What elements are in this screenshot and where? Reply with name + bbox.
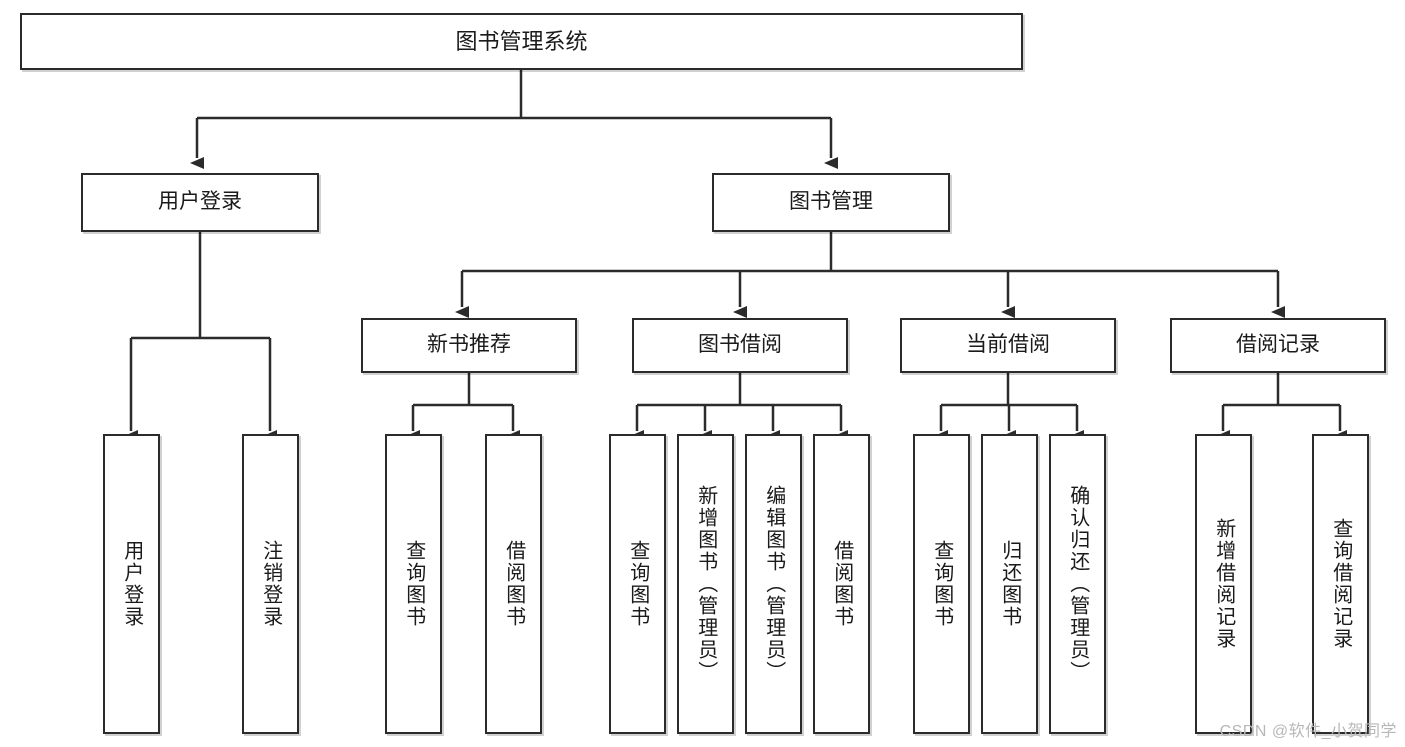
leaf-edit-book-admin[interactable]: 编辑图书（管理员）: [745, 434, 802, 734]
node-label: 新书推荐: [427, 333, 511, 357]
node-label: 新增借阅记录: [1212, 518, 1235, 650]
leaf-logout-login[interactable]: 注销登录: [242, 434, 299, 734]
node-label: 注销登录: [259, 540, 282, 628]
node-label: 图书管理系统: [455, 28, 588, 54]
leaf-query-book-3[interactable]: 查询图书: [913, 434, 970, 734]
leaf-borrow-book-1[interactable]: 借阅图书: [485, 434, 542, 734]
node-label: 确认归还（管理员）: [1066, 485, 1089, 683]
node-label: 借阅图书: [502, 540, 525, 628]
csdn-watermark: CSDN @软件_小贺同学: [1219, 723, 1397, 740]
node-label: 图书管理: [789, 190, 873, 214]
node-new-book-recommend[interactable]: 新书推荐: [361, 318, 577, 373]
node-book-management[interactable]: 图书管理: [712, 173, 950, 232]
node-label: 借阅图书: [830, 540, 853, 628]
leaf-query-book-2[interactable]: 查询图书: [609, 434, 666, 734]
node-user-login[interactable]: 用户登录: [81, 173, 319, 232]
node-label: 查询图书: [930, 540, 953, 628]
node-label: 新增图书（管理员）: [694, 485, 717, 683]
node-label: 借阅记录: [1236, 333, 1320, 357]
leaf-borrow-book-2[interactable]: 借阅图书: [813, 434, 870, 734]
leaf-query-borrow-record[interactable]: 查询借阅记录: [1312, 434, 1369, 734]
node-borrow-record[interactable]: 借阅记录: [1170, 318, 1386, 373]
node-book-borrow[interactable]: 图书借阅: [632, 318, 848, 373]
node-label: 查询图书: [402, 540, 425, 628]
node-label: 当前借阅: [966, 333, 1050, 357]
leaf-return-book[interactable]: 归还图书: [981, 434, 1038, 734]
node-label: 查询图书: [626, 540, 649, 628]
leaf-add-book-admin[interactable]: 新增图书（管理员）: [677, 434, 734, 734]
leaf-confirm-return-admin[interactable]: 确认归还（管理员）: [1049, 434, 1106, 734]
node-label: 用户登录: [120, 540, 143, 628]
leaf-user-login[interactable]: 用户登录: [103, 434, 160, 734]
leaf-add-borrow-record[interactable]: 新增借阅记录: [1195, 434, 1252, 734]
node-label: 查询借阅记录: [1329, 518, 1352, 650]
node-root-book-management-system[interactable]: 图书管理系统: [20, 13, 1023, 70]
node-label: 图书借阅: [698, 333, 782, 357]
leaf-query-book-1[interactable]: 查询图书: [385, 434, 442, 734]
node-label: 编辑图书（管理员）: [762, 485, 785, 683]
node-label: 归还图书: [998, 540, 1021, 628]
node-label: 用户登录: [158, 190, 242, 214]
node-current-borrow[interactable]: 当前借阅: [900, 318, 1116, 373]
